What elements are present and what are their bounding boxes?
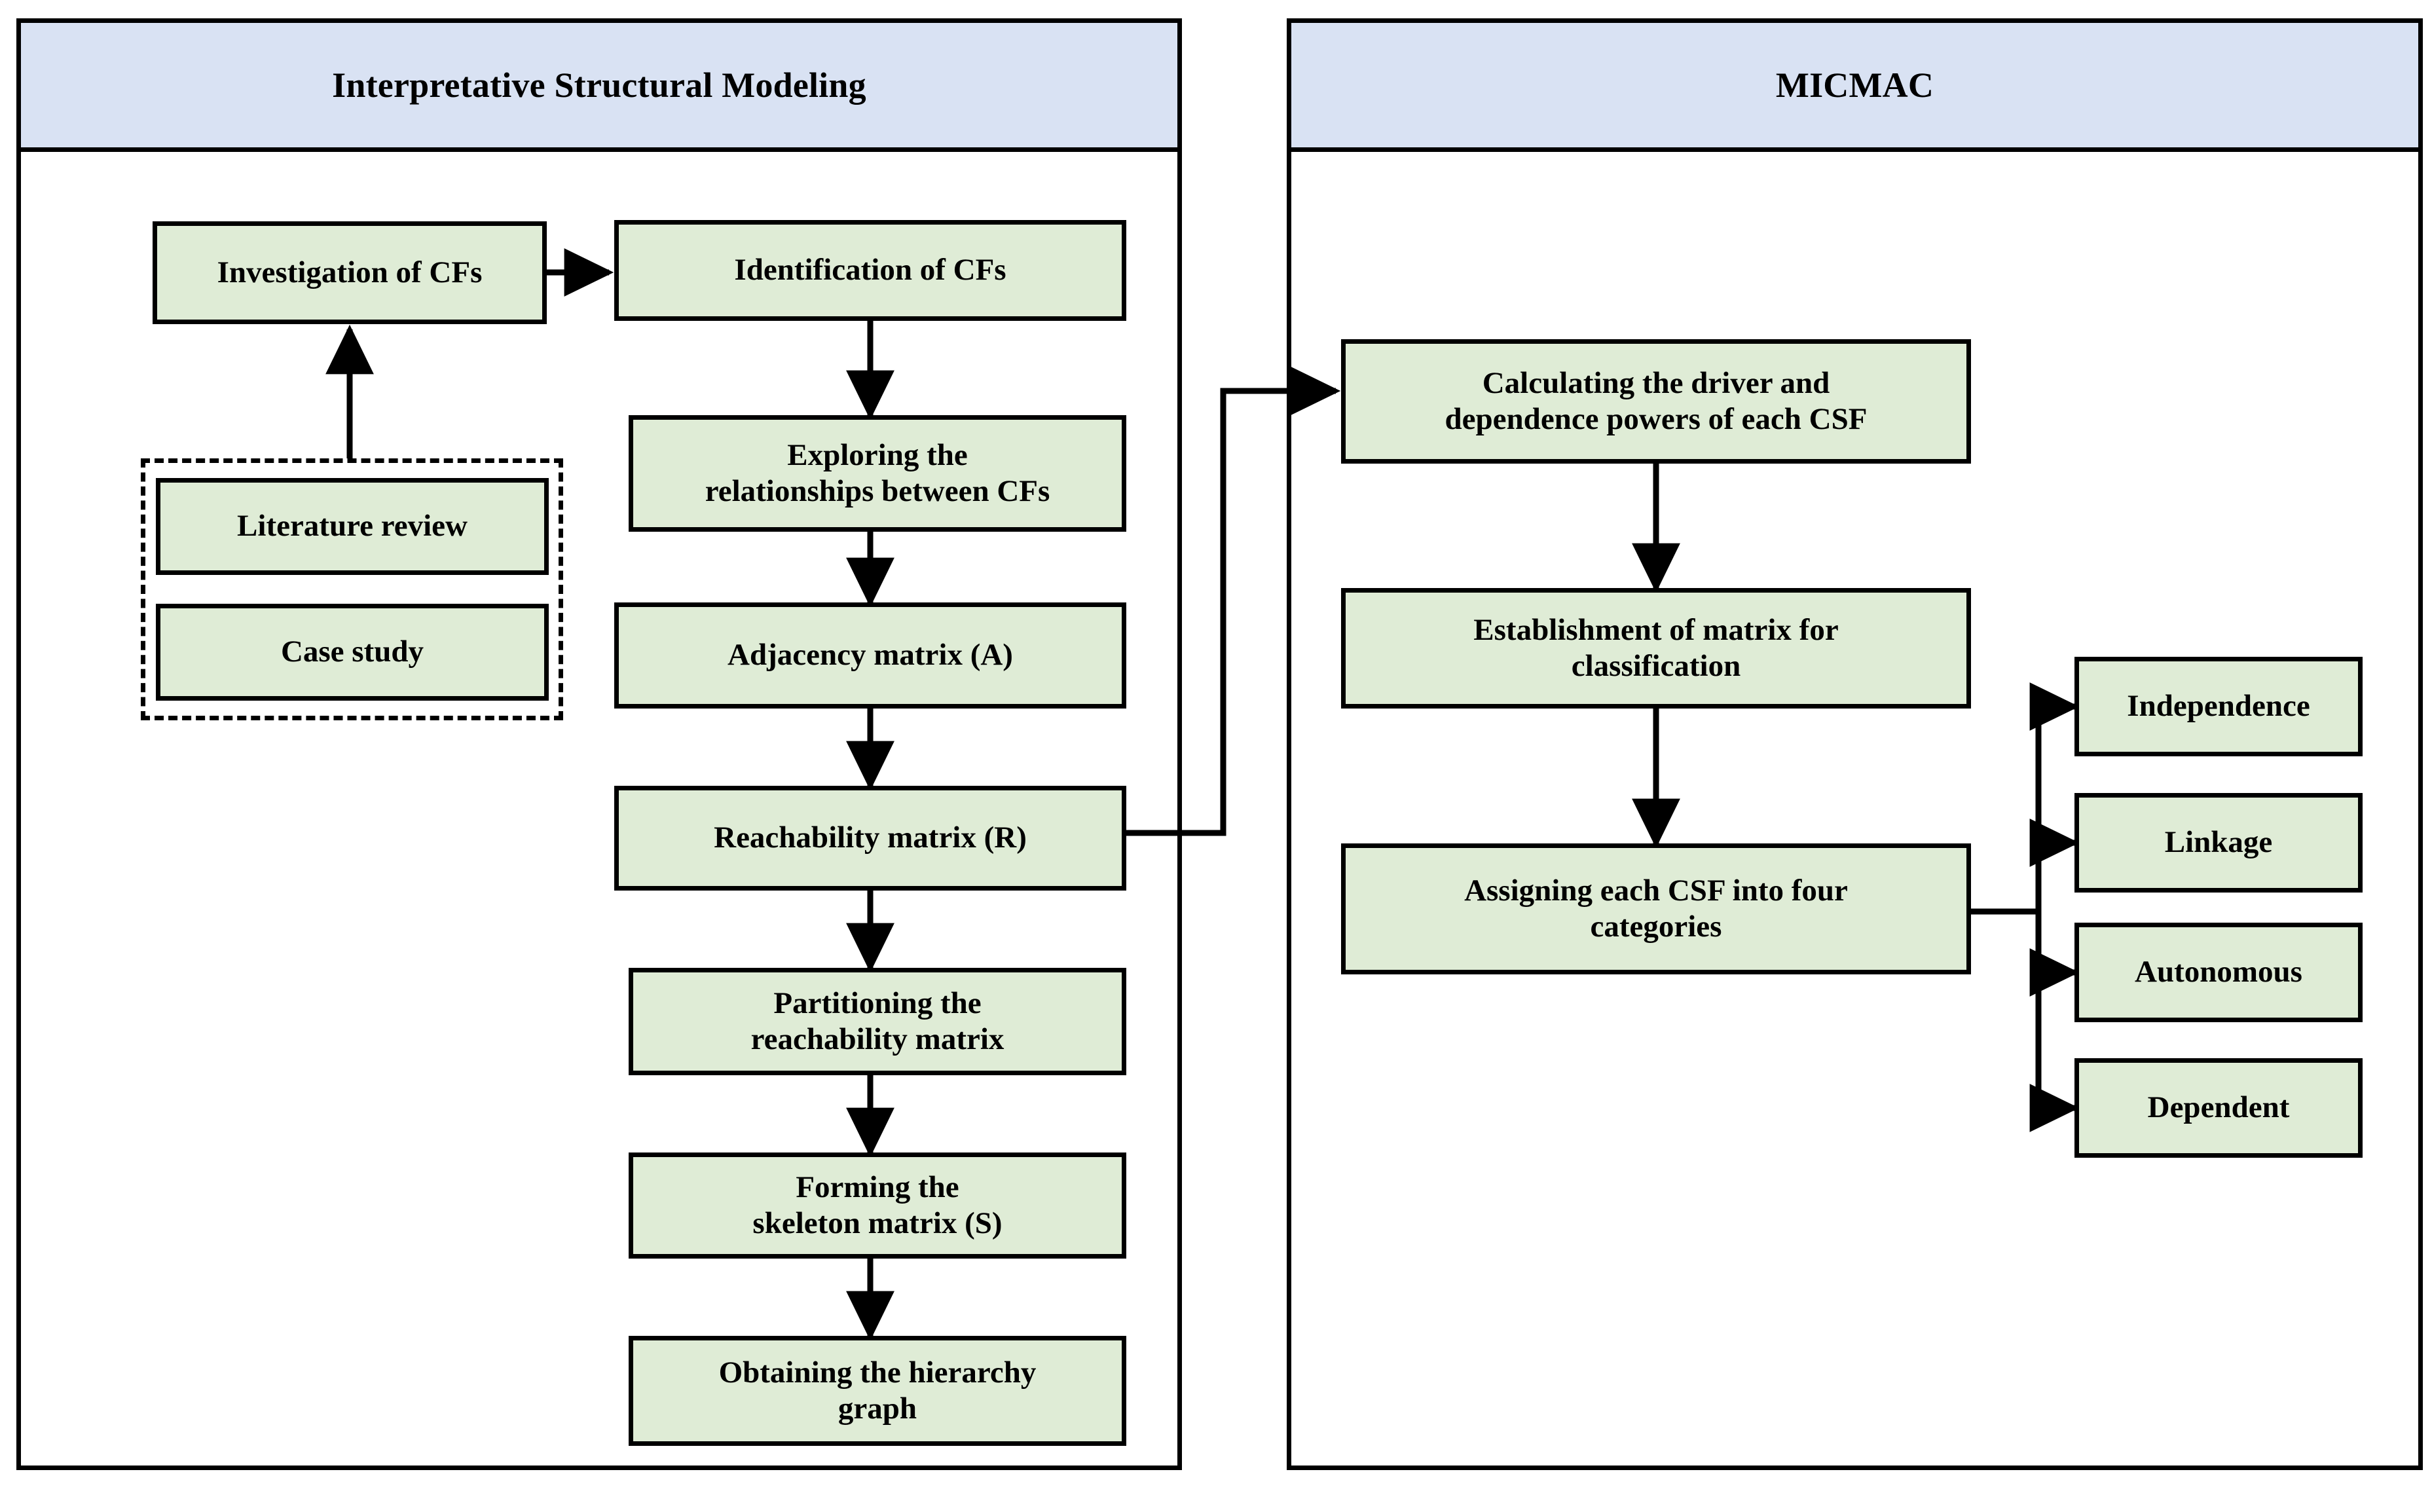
panel-ism-title: Interpretative Structural Modeling [332,65,866,105]
node-case-study[interactable]: Case study [156,604,549,701]
node-category-linkage-label: Linkage [2164,825,2273,860]
panel-micmac-title: MICMAC [1775,65,1934,105]
node-obtaining-hierarchy-graph-label-line1: Obtaining the hierarchy [718,1355,1037,1390]
node-assigning-csf-categories-label-line2: categories [1590,910,1722,944]
panel-ism-header: Interpretative Structural Modeling [21,23,1177,152]
node-partitioning-reachability-matrix-label-line2: reachability matrix [750,1022,1004,1056]
node-reachability-matrix-label: Reachability matrix (R) [714,821,1027,855]
node-literature-review[interactable]: Literature review [156,478,549,575]
node-establishment-matrix-classification[interactable]: Establishment of matrix for classificati… [1341,588,1971,709]
node-forming-skeleton-matrix-label-line1: Forming the [796,1170,959,1204]
node-category-independence[interactable]: Independence [2074,657,2363,756]
sources-dashed-group [141,458,563,720]
node-investigation-of-cfs-label: Investigation of CFs [217,255,483,289]
node-exploring-relationships[interactable]: Exploring the relationships between CFs [629,415,1126,532]
node-identification-of-cfs[interactable]: Identification of CFs [614,220,1126,321]
node-calculating-driver-dependence-label-line2: dependence powers of each CSF [1445,402,1868,436]
node-calculating-driver-dependence[interactable]: Calculating the driver and dependence po… [1341,339,1971,464]
node-exploring-relationships-label-line1: Exploring the [787,437,968,472]
node-case-study-label: Case study [280,635,424,669]
node-exploring-relationships-label-line2: relationships between CFs [705,474,1050,508]
node-identification-of-cfs-label: Identification of CFs [734,253,1006,287]
panel-micmac-header: MICMAC [1291,23,2418,152]
node-establishment-matrix-classification-label-line1: Establishment of matrix for [1473,612,1839,647]
node-calculating-driver-dependence-label-line1: Calculating the driver and [1482,365,1830,400]
node-adjacency-matrix-label: Adjacency matrix (A) [728,638,1013,673]
node-category-autonomous[interactable]: Autonomous [2074,923,2363,1022]
node-assigning-csf-categories-label-line1: Assigning each CSF into four [1464,873,1848,908]
node-category-dependent[interactable]: Dependent [2074,1058,2363,1158]
node-category-linkage[interactable]: Linkage [2074,793,2363,893]
node-assigning-csf-categories[interactable]: Assigning each CSF into four categories [1341,843,1971,974]
node-establishment-matrix-classification-label-line2: classification [1571,649,1741,683]
node-obtaining-hierarchy-graph[interactable]: Obtaining the hierarchy graph [629,1336,1126,1446]
node-category-independence-label: Independence [2127,689,2310,724]
node-adjacency-matrix[interactable]: Adjacency matrix (A) [614,602,1126,709]
node-forming-skeleton-matrix-label-line2: skeleton matrix (S) [752,1206,1003,1240]
node-forming-skeleton-matrix[interactable]: Forming the skeleton matrix (S) [629,1152,1126,1259]
node-obtaining-hierarchy-graph-label-line2: graph [838,1392,917,1426]
node-category-dependent-label: Dependent [2147,1090,2290,1125]
node-partitioning-reachability-matrix[interactable]: Partitioning the reachability matrix [629,968,1126,1075]
node-partitioning-reachability-matrix-label-line1: Partitioning the [773,986,982,1020]
node-investigation-of-cfs[interactable]: Investigation of CFs [153,221,547,324]
node-category-autonomous-label: Autonomous [2135,955,2302,989]
node-literature-review-label: Literature review [237,509,468,544]
node-reachability-matrix[interactable]: Reachability matrix (R) [614,786,1126,891]
